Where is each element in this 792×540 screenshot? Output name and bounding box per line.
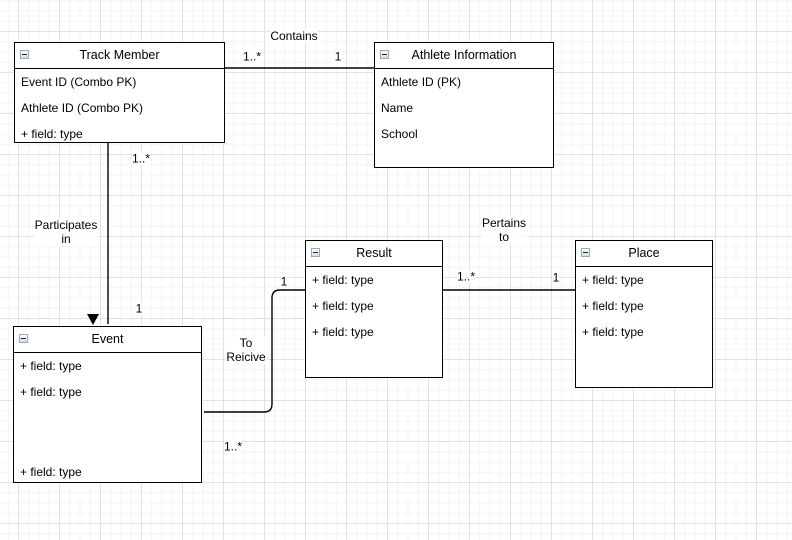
entity-title-text: Track Member bbox=[79, 48, 160, 62]
entity-field: + field: type bbox=[20, 385, 82, 399]
edge-label-contains: Contains bbox=[269, 29, 319, 43]
entity-athlete-information[interactable]: Athlete Information Athlete ID (PK) Name… bbox=[374, 42, 554, 168]
entity-result[interactable]: Result + field: type + field: type + fie… bbox=[305, 240, 443, 378]
entity-title-text: Result bbox=[356, 246, 392, 260]
multiplicity-pertains-target: 1 bbox=[552, 270, 560, 285]
collapse-icon[interactable] bbox=[581, 248, 590, 257]
entity-title: Track Member bbox=[15, 43, 224, 69]
entity-field: + field: type bbox=[582, 325, 644, 339]
entity-field: Athlete ID (Combo PK) bbox=[21, 101, 144, 115]
entity-field: + field: type bbox=[312, 273, 374, 287]
entity-place[interactable]: Place + field: type + field: type + fiel… bbox=[575, 240, 713, 388]
multiplicity-to-reicive-target: 1 bbox=[280, 274, 288, 289]
entity-field: + field: type bbox=[20, 465, 82, 479]
entity-field: + field: type bbox=[312, 299, 374, 313]
multiplicity-pertains-source: 1..* bbox=[456, 269, 476, 284]
multiplicity-contains-target: 1 bbox=[334, 49, 342, 64]
entity-title: Place bbox=[576, 241, 712, 267]
multiplicity-participates-source: 1..* bbox=[131, 151, 151, 166]
entity-track-member[interactable]: Track Member Event ID (Combo PK) Athlete… bbox=[14, 42, 225, 143]
edge-label-pertains-to: Pertains to bbox=[480, 216, 528, 244]
entity-field: School bbox=[381, 127, 418, 141]
entity-field: + field: type bbox=[582, 299, 644, 313]
entity-field: Event ID (Combo PK) bbox=[21, 75, 137, 89]
entity-title: Result bbox=[306, 241, 442, 267]
entity-title: Event bbox=[14, 327, 201, 353]
entity-field: Name bbox=[381, 101, 414, 115]
multiplicity-participates-target: 1 bbox=[135, 301, 143, 316]
entity-field: + field: type bbox=[582, 273, 644, 287]
entity-title: Athlete Information bbox=[375, 43, 553, 69]
collapse-icon[interactable] bbox=[380, 50, 389, 59]
entity-title-text: Place bbox=[628, 246, 660, 260]
entity-field: + field: type bbox=[20, 359, 82, 373]
entity-field: Athlete ID (PK) bbox=[381, 75, 462, 89]
multiplicity-contains-source: 1..* bbox=[242, 49, 262, 64]
entity-field: + field: type bbox=[21, 127, 83, 141]
edge-label-participates-in: Participates in bbox=[33, 218, 99, 246]
arrowhead-participates-in-icon bbox=[87, 314, 99, 325]
collapse-icon[interactable] bbox=[19, 334, 28, 343]
multiplicity-to-reicive-source: 1..* bbox=[223, 439, 243, 454]
edge-label-to-reicive: To Reicive bbox=[225, 336, 267, 364]
entity-title-text: Athlete Information bbox=[411, 48, 517, 62]
edge-to-reicive[interactable] bbox=[204, 289, 305, 413]
entity-field: + field: type bbox=[312, 325, 374, 339]
collapse-icon[interactable] bbox=[20, 50, 29, 59]
entity-event[interactable]: Event + field: type + field: type + fiel… bbox=[13, 326, 202, 483]
collapse-icon[interactable] bbox=[311, 248, 320, 257]
entity-title-text: Event bbox=[91, 332, 124, 346]
